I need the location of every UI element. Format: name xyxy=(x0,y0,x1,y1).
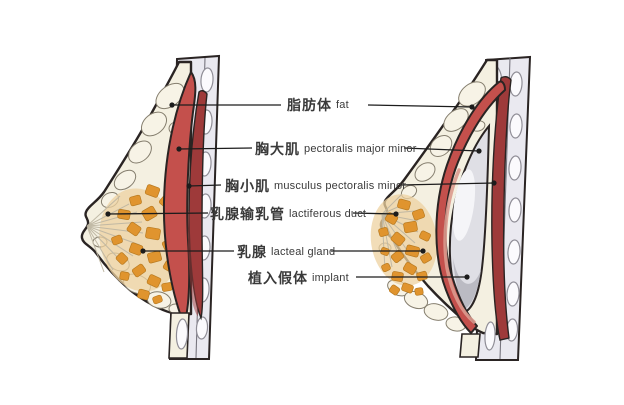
label-lactiferous-duct: 乳腺输乳管 lactiferous duct xyxy=(210,204,366,224)
muscle-lining-right xyxy=(443,168,476,324)
right-figure xyxy=(370,55,532,361)
label-pectoralis-minor-en: musculus pectoralis minor xyxy=(274,180,407,192)
fat-lumps-right xyxy=(378,81,486,332)
label-implant-en: implant xyxy=(312,272,349,284)
gland-lobules-right xyxy=(378,198,432,296)
label-lacteal-gland-en: lacteal gland xyxy=(271,246,336,258)
leader-lines xyxy=(105,102,497,280)
left-figure xyxy=(80,54,221,360)
pectoralis-minor-right xyxy=(491,75,512,341)
label-pectoralis-minor: 胸小肌 musculus pectoralis minor xyxy=(225,176,406,196)
label-pectoralis-major: 胸大肌 pectoralis major minor xyxy=(255,139,417,159)
label-implant-zh: 植入假体 xyxy=(248,270,308,286)
label-pectoralis-major-en: pectoralis major minor xyxy=(304,143,417,155)
label-fat-en: fat xyxy=(336,99,349,111)
label-fat: 脂肪体 fat xyxy=(287,95,349,115)
label-implant: 植入假体 implant xyxy=(248,268,349,288)
chest-wall-bottom-left xyxy=(168,312,190,359)
label-pectoralis-minor-zh: 胸小肌 xyxy=(225,178,270,194)
label-lactiferous-duct-zh: 乳腺输乳管 xyxy=(210,206,285,222)
label-lacteal-gland-zh: 乳腺 xyxy=(237,244,267,260)
label-pectoralis-major-zh: 胸大肌 xyxy=(255,141,300,157)
label-fat-zh: 脂肪体 xyxy=(287,97,332,113)
pectoralis-major-left xyxy=(162,71,197,325)
label-lacteal-gland: 乳腺 lacteal gland xyxy=(237,242,335,262)
chest-wall-bottom-right xyxy=(459,321,496,358)
muscle-shadow-left xyxy=(187,210,199,316)
label-lactiferous-duct-en: lactiferous duct xyxy=(289,208,367,220)
implant-highlight xyxy=(452,169,476,241)
